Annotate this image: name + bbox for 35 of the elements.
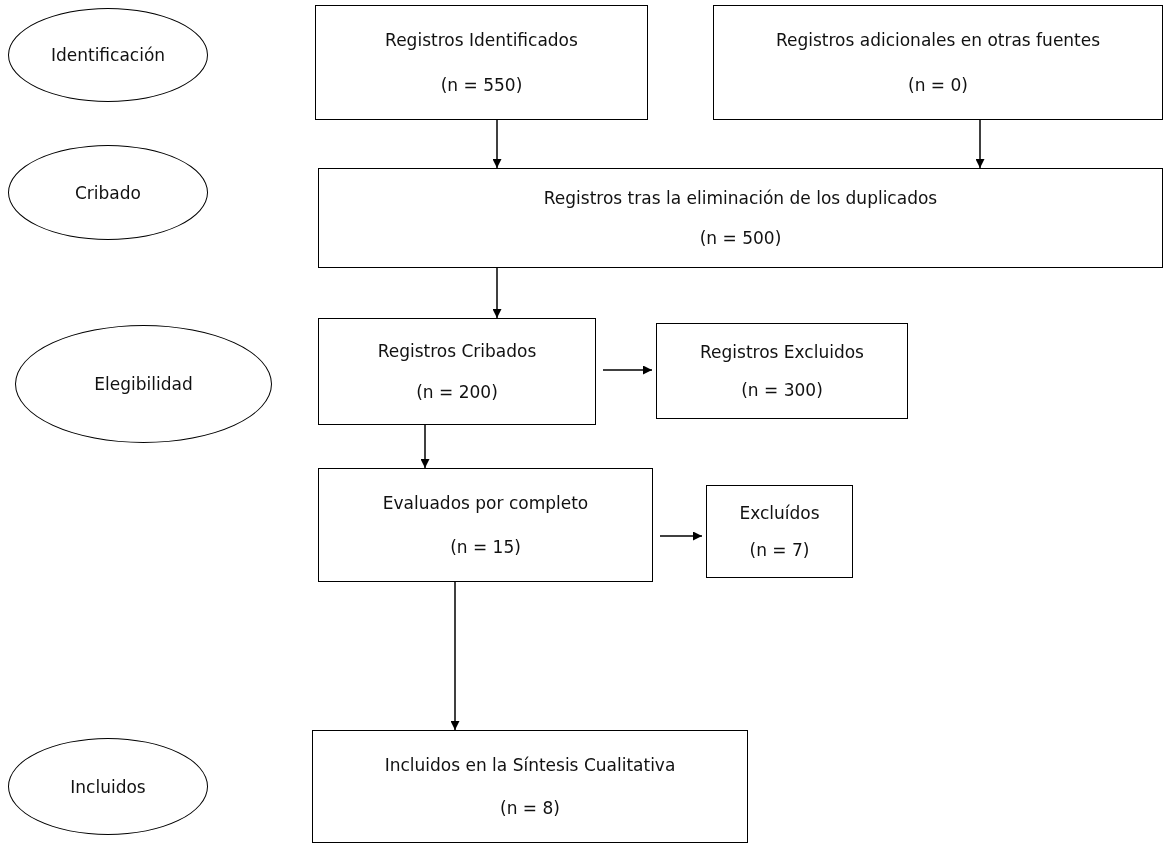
process-box (713, 5, 1163, 120)
arrow (420, 424, 430, 469)
arrow (450, 581, 460, 731)
process-box (312, 730, 748, 843)
count-label: (n = 550) (440, 74, 523, 95)
box-label: Incluidos (70, 776, 146, 797)
box-label: Registros Identificados (385, 30, 578, 51)
count-label: (n = 300) (741, 380, 823, 400)
box-label: Incluidos en la Síntesis Cualitativa (384, 754, 676, 775)
arrow (659, 531, 703, 541)
box-label: Registros Cribados (377, 340, 537, 361)
process-box (318, 318, 596, 425)
arrow (602, 365, 653, 375)
process-box (318, 168, 1163, 268)
box-label: Registros tras la eliminación de los duplicados (543, 188, 938, 209)
box-label: Identificación (50, 45, 166, 65)
count-label: (n = 7) (749, 540, 810, 560)
box-label: Elegibilidad (94, 374, 193, 394)
count-label: (n = 500) (699, 227, 782, 248)
process-box (315, 5, 648, 120)
box-label: Excluídos (739, 503, 820, 523)
box-label: Evaluados por completo (382, 493, 589, 513)
process-box (706, 485, 853, 578)
arrow (492, 267, 502, 319)
box-label: Registros Excluidos (700, 342, 864, 362)
count-label: (n = 200) (416, 382, 498, 403)
arrow (975, 119, 985, 169)
count-label: (n = 8) (500, 798, 560, 819)
process-box (318, 468, 653, 582)
box-label: Cribado (75, 182, 141, 203)
count-label: (n = 15) (450, 537, 521, 557)
arrow (492, 119, 502, 169)
box-label: Registros adicionales en otras fuentes (775, 30, 1101, 51)
process-box (656, 323, 908, 419)
count-label: (n = 0) (908, 74, 968, 95)
